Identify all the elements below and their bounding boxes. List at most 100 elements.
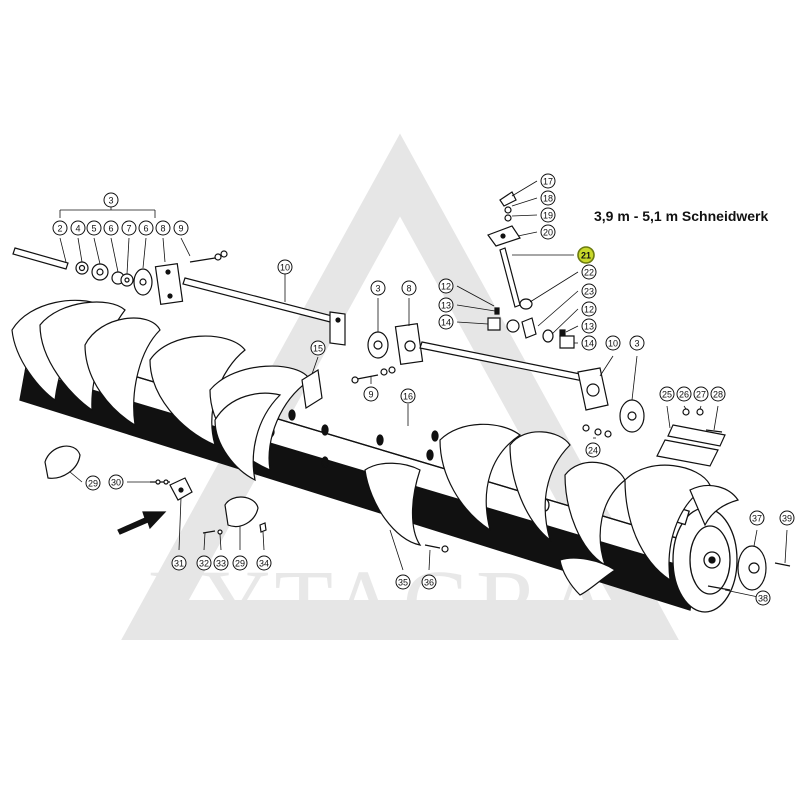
- callout-circle: [400, 388, 416, 404]
- callout-circle: [577, 246, 595, 264]
- callout-c8a: 8: [155, 220, 171, 236]
- callout-number: 3: [634, 339, 639, 349]
- callout-c37: 37: [749, 510, 765, 526]
- callout-number: 13: [441, 301, 451, 311]
- callout-c34: 34: [256, 555, 272, 571]
- callout-c38: 38: [755, 590, 771, 606]
- callout-c3c: 3: [629, 335, 645, 351]
- callout-circle: [138, 220, 154, 236]
- callout-circle: [755, 590, 771, 606]
- callout-number: 3: [375, 284, 380, 294]
- callout-number: 13: [584, 322, 594, 332]
- callout-circle: [540, 190, 556, 206]
- callout-c6b: 6: [138, 220, 154, 236]
- callout-number: 19: [543, 211, 553, 221]
- callout-c29a: 29: [85, 475, 101, 491]
- callout-number: 16: [403, 392, 413, 402]
- callout-c33: 33: [213, 555, 229, 571]
- callout-c10a: 10: [277, 259, 293, 275]
- callout-circle: [540, 207, 556, 223]
- callout-circle: [629, 335, 645, 351]
- callout-c12a: 12: [438, 278, 454, 294]
- callout-circle: [659, 386, 675, 402]
- callout-c10b: 10: [605, 335, 621, 351]
- callout-number: 30: [111, 478, 121, 488]
- callout-number: 27: [696, 390, 706, 400]
- callout-circle: [256, 555, 272, 571]
- callout-c6a: 6: [103, 220, 119, 236]
- callout-circle: [438, 278, 454, 294]
- callout-number: 38: [758, 594, 768, 604]
- callout-circle: [581, 264, 597, 280]
- callout-c2: 2: [52, 220, 68, 236]
- callout-circle: [540, 224, 556, 240]
- callout-c23: 23: [581, 283, 597, 299]
- callout-circle: [710, 386, 726, 402]
- callout-c15: 15: [310, 340, 326, 356]
- callout-number: 9: [178, 224, 183, 234]
- callout-circle: [103, 220, 119, 236]
- callout-c9b: 9: [363, 386, 379, 402]
- callout-number: 35: [398, 578, 408, 588]
- leader-lines: [59, 180, 788, 599]
- callout-number: 29: [235, 559, 245, 569]
- callout-number: 39: [782, 514, 792, 524]
- callout-c14b: 14: [581, 335, 597, 351]
- callout-number: 28: [713, 390, 723, 400]
- callout-circle: [401, 280, 417, 296]
- callout-circle: [540, 173, 556, 189]
- callout-circle: [86, 220, 102, 236]
- left-shaft-assembly: [12, 247, 424, 409]
- callout-c12b: 12: [581, 301, 597, 317]
- callout-c27: 27: [693, 386, 709, 402]
- callout-c18: 18: [540, 190, 556, 206]
- callout-number: 33: [216, 559, 226, 569]
- lower-left-parts: [44, 445, 791, 591]
- callout-number: 6: [143, 224, 148, 234]
- callout-number: 32: [199, 559, 209, 569]
- callout-circle: [421, 574, 437, 590]
- callout-number: 29: [88, 479, 98, 489]
- callout-number: 12: [584, 305, 594, 315]
- callout-number: 14: [584, 339, 594, 349]
- callout-circle: [693, 386, 709, 402]
- callout-number: 10: [608, 339, 618, 349]
- callout-circle: [370, 280, 386, 296]
- callout-circle: [103, 192, 119, 208]
- callout-circle: [585, 442, 601, 458]
- callout-c20: 20: [540, 224, 556, 240]
- callout-number: 10: [280, 263, 290, 273]
- callout-c28: 28: [710, 386, 726, 402]
- callout-circle: [581, 301, 597, 317]
- callout-c35: 35: [395, 574, 411, 590]
- callout-c32: 32: [196, 555, 212, 571]
- callout-c3a: 3: [103, 192, 119, 208]
- callout-circle: [85, 475, 101, 491]
- callout-c29b: 29: [232, 555, 248, 571]
- callout-circle: [749, 510, 765, 526]
- callout-number: 12: [441, 282, 451, 292]
- callout-c24: 24: [585, 442, 601, 458]
- callout-c9a: 9: [173, 220, 189, 236]
- callout-circle: [581, 335, 597, 351]
- callout-number: 26: [679, 390, 689, 400]
- callout-number: 15: [313, 344, 323, 354]
- callout-circle: [173, 220, 189, 236]
- callout-number: 8: [406, 284, 411, 294]
- callout-number: 24: [588, 446, 598, 456]
- callout-circle: [438, 314, 454, 330]
- callout-circle: [121, 220, 137, 236]
- callout-circle: [581, 318, 597, 334]
- callout-number: 3: [108, 196, 113, 206]
- callout-circle: [581, 283, 597, 299]
- callout-number: 14: [441, 318, 451, 328]
- callout-c21: 21: [577, 246, 595, 264]
- callout-number: 2: [57, 224, 62, 234]
- callout-circle: [232, 555, 248, 571]
- callout-circle: [108, 474, 124, 490]
- callout-circle: [438, 297, 454, 313]
- callout-c13a: 13: [438, 297, 454, 313]
- callout-c4: 4: [70, 220, 86, 236]
- callout-circle: [277, 259, 293, 275]
